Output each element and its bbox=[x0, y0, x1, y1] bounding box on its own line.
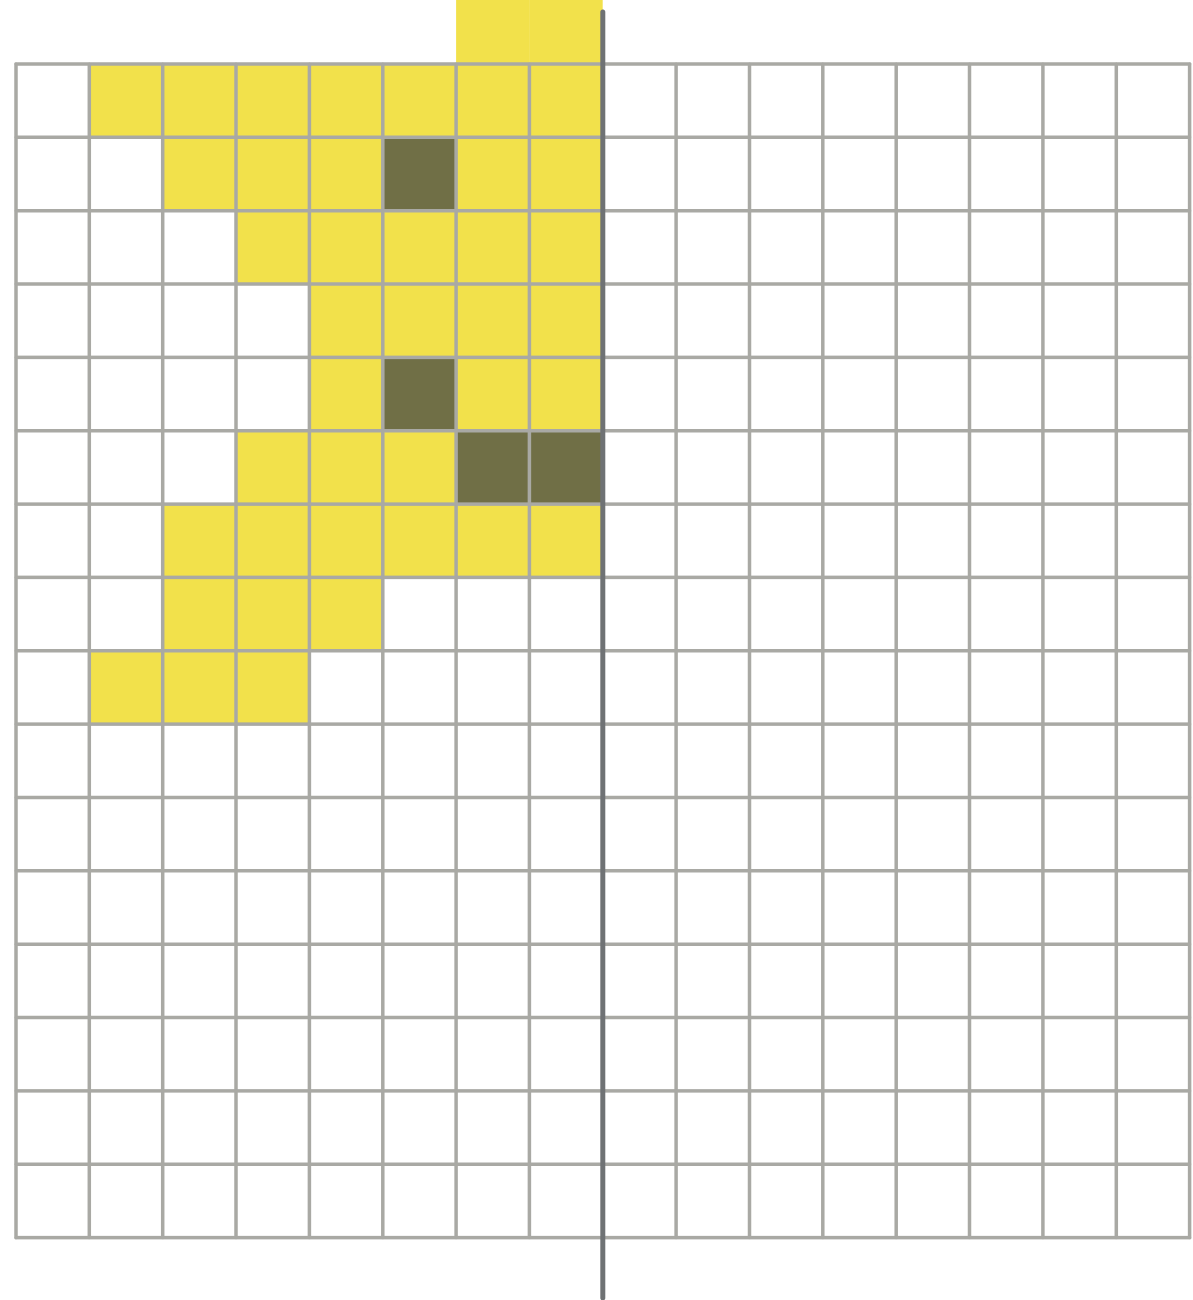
filled-cell bbox=[163, 137, 236, 210]
filled-cell bbox=[236, 64, 309, 137]
filled-cell bbox=[89, 651, 162, 724]
filled-cell bbox=[89, 64, 162, 137]
filled-cell bbox=[309, 504, 382, 577]
filled-cell bbox=[456, 284, 529, 357]
filled-cell bbox=[236, 431, 309, 504]
filled-cell bbox=[529, 137, 602, 210]
filled-cell bbox=[529, 357, 602, 430]
filled-cell bbox=[236, 504, 309, 577]
filled-cell bbox=[163, 64, 236, 137]
filled-cell bbox=[309, 577, 382, 650]
filled-cell bbox=[236, 211, 309, 284]
filled-cell bbox=[236, 651, 309, 724]
filled-cell bbox=[456, 137, 529, 210]
filled-cell bbox=[309, 431, 382, 504]
filled-cell bbox=[309, 64, 382, 137]
filled-cell bbox=[456, 64, 529, 137]
filled-cell bbox=[383, 284, 456, 357]
filled-cell bbox=[529, 504, 602, 577]
filled-cell bbox=[456, 357, 529, 430]
filled-cell bbox=[383, 211, 456, 284]
filled-cell bbox=[163, 504, 236, 577]
filled-cell bbox=[456, 504, 529, 577]
shaded-cell bbox=[529, 431, 602, 504]
filled-cell bbox=[529, 211, 602, 284]
shaded-cell bbox=[456, 431, 529, 504]
filled-cell bbox=[309, 357, 382, 430]
filled-cell bbox=[309, 211, 382, 284]
filled-cell bbox=[383, 64, 456, 137]
filled-cell bbox=[236, 577, 309, 650]
filled-cell bbox=[309, 137, 382, 210]
filled-cell bbox=[529, 284, 602, 357]
shaded-cell bbox=[383, 357, 456, 430]
filled-cell bbox=[163, 651, 236, 724]
filled-cell bbox=[236, 137, 309, 210]
filled-cell bbox=[456, 0, 529, 64]
filled-cell bbox=[529, 0, 602, 64]
filled-cell bbox=[456, 211, 529, 284]
filled-cell bbox=[383, 431, 456, 504]
shaded-cell bbox=[383, 137, 456, 210]
filled-cell bbox=[163, 577, 236, 650]
filled-cell bbox=[309, 284, 382, 357]
filled-cell bbox=[529, 64, 602, 137]
filled-cell bbox=[383, 504, 456, 577]
